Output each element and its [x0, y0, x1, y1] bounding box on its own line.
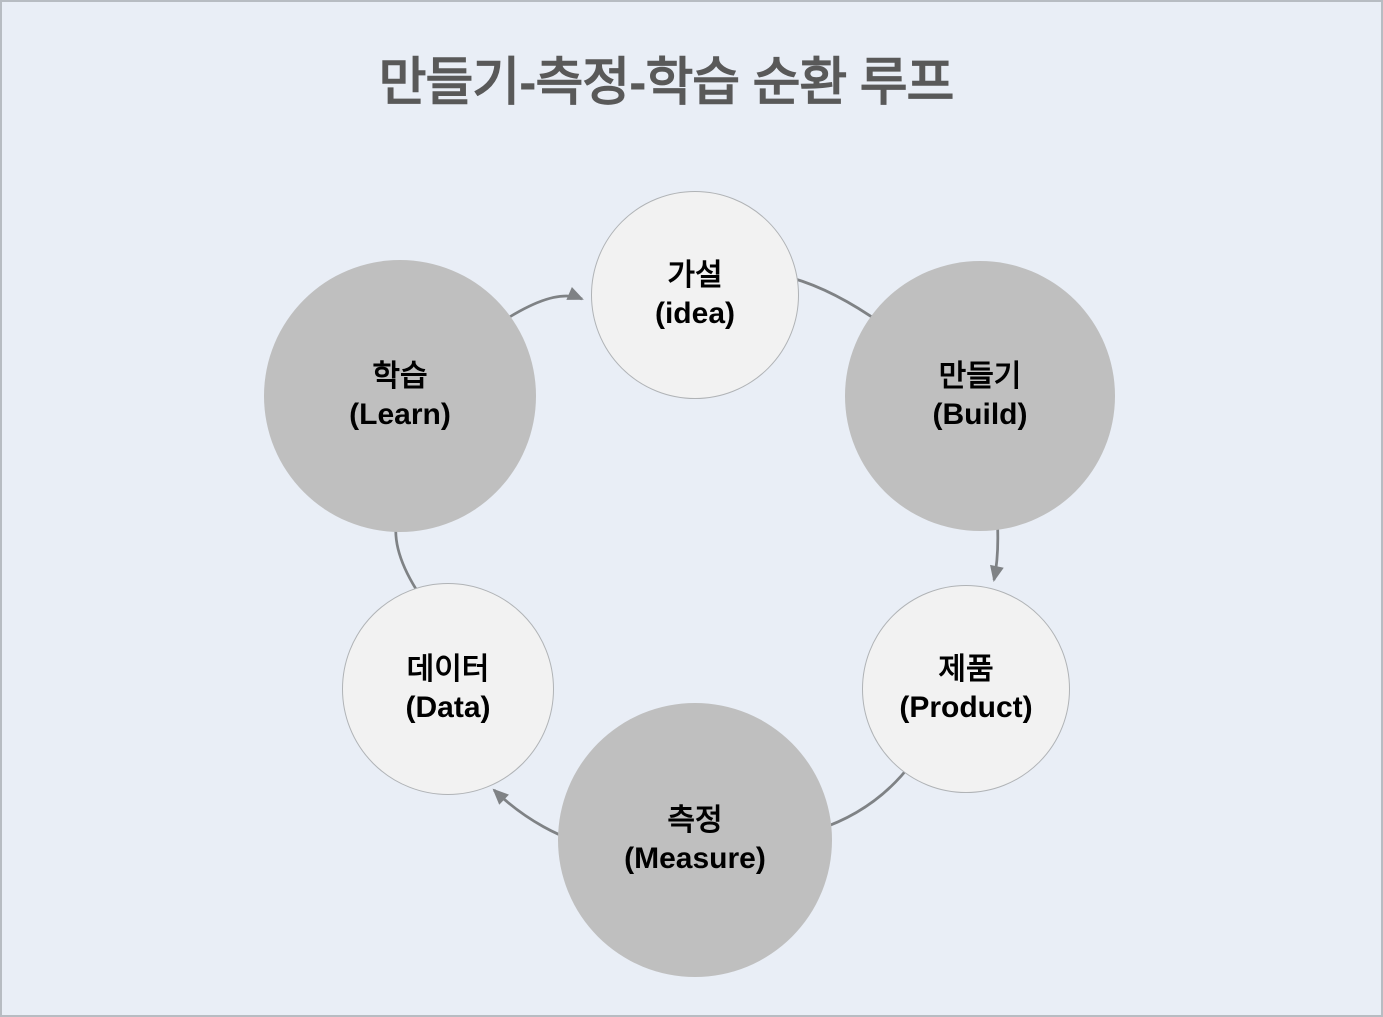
node-label-ko: 측정 [667, 804, 723, 837]
node-label-ko: 가설 [667, 259, 723, 292]
node-label-ko: 제품 [938, 653, 994, 686]
connector-product-to-measure [816, 759, 916, 832]
node-label-en: (Build) [932, 398, 1028, 431]
connector-idea-to-build [791, 276, 883, 326]
node-label-ko: 데이터 [406, 653, 490, 686]
node-label-ko: 학습 [372, 360, 428, 393]
node-label-en: (idea) [654, 297, 735, 330]
node-learn: 학습 (Learn) [264, 260, 536, 532]
node-label-en: (Product) [899, 691, 1033, 724]
node-measure: 측정 (Measure) [558, 703, 832, 977]
node-product: 제품 (Product) [862, 585, 1070, 793]
node-label-en: (Data) [405, 691, 491, 724]
node-build: 만들기 (Build) [845, 261, 1115, 531]
page-title: 만들기-측정-학습 순환 루프 [378, 54, 955, 112]
node-label-en: (Learn) [349, 398, 451, 431]
node-idea: 가설 (idea) [591, 191, 799, 399]
node-label-ko: 만들기 [938, 360, 1022, 393]
node-data: 데이터 (Data) [342, 583, 554, 795]
node-label-en: (Measure) [624, 842, 766, 875]
